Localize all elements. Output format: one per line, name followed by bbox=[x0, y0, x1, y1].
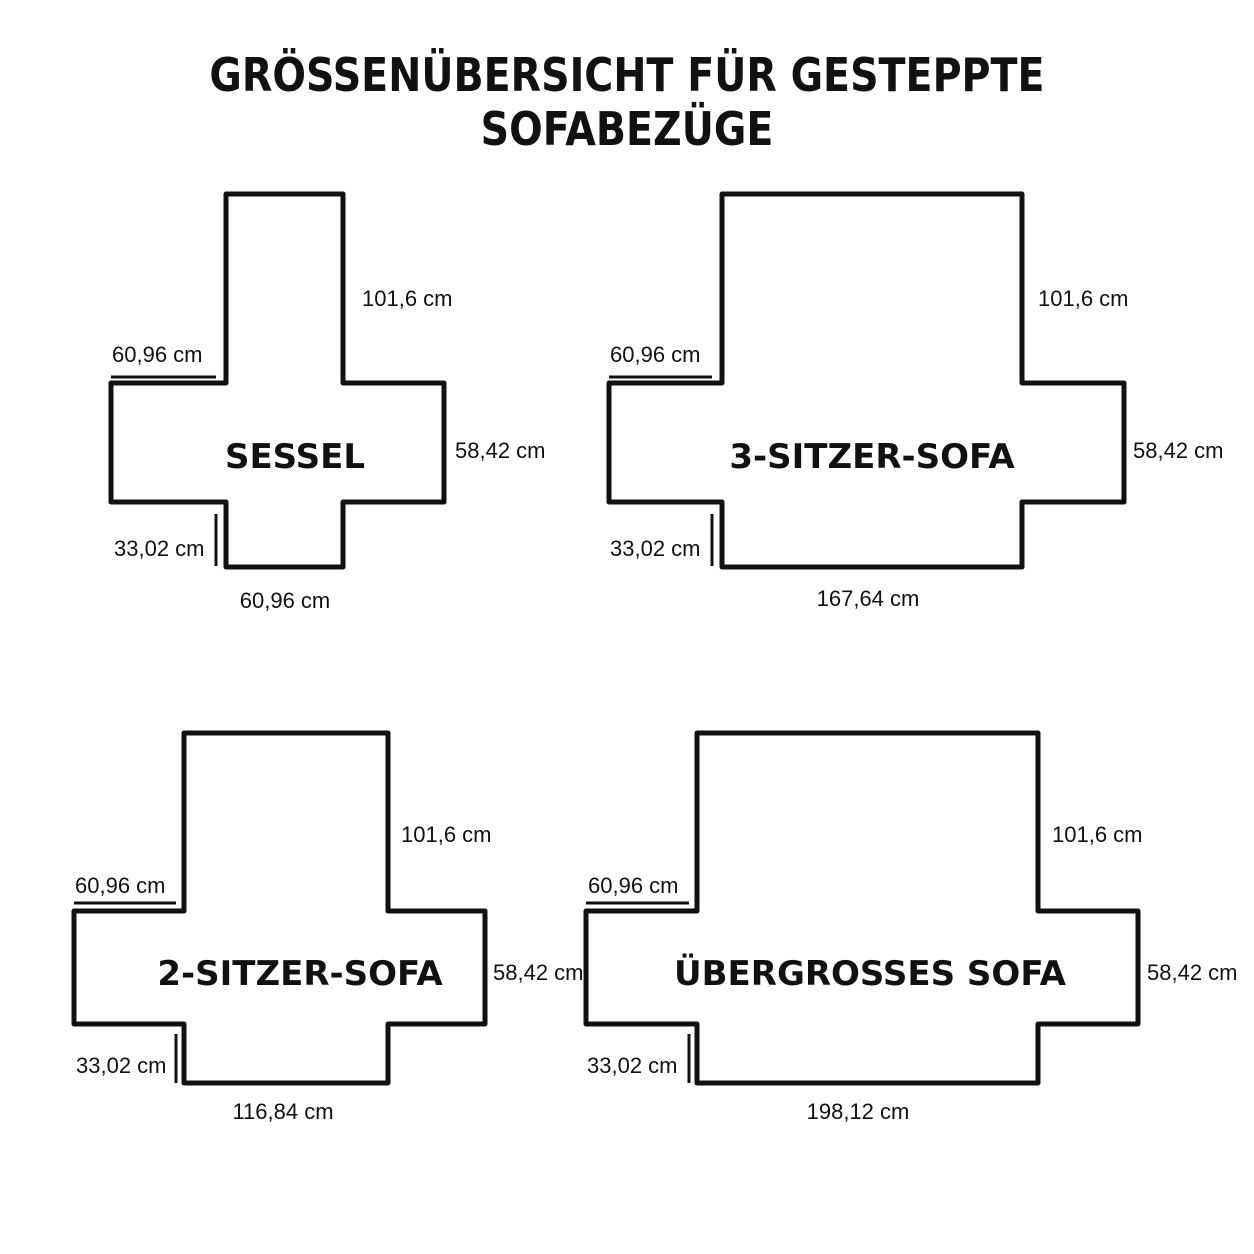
page-title: GRÖSSENÜBERSICHT FÜR GESTEPPTE SOFABEZÜG… bbox=[209, 48, 1045, 156]
side-height-label: 58,42 cm bbox=[1147, 960, 1238, 985]
panel-3-sitzer-sofa: 3-SITZER-SOFA 101,6 cm 60,96 cm 58,42 cm… bbox=[606, 191, 1224, 611]
skirt-height-label: 33,02 cm bbox=[610, 536, 701, 561]
panel-name: SESSEL bbox=[225, 437, 365, 477]
back-height-label: 101,6 cm bbox=[401, 822, 492, 847]
arm-width-label: 60,96 cm bbox=[75, 873, 166, 898]
back-height-label: 101,6 cm bbox=[1038, 286, 1129, 311]
panel-name: 3-SITZER-SOFA bbox=[729, 437, 1015, 477]
skirt-height-label: 33,02 cm bbox=[114, 536, 205, 561]
cover-outline bbox=[606, 191, 1127, 570]
back-height-label: 101,6 cm bbox=[362, 286, 453, 311]
side-height-label: 58,42 cm bbox=[493, 960, 584, 985]
arm-width-label: 60,96 cm bbox=[588, 873, 679, 898]
panel-sessel: SESSEL 101,6 cm 60,96 cm 58,42 cm 33,02 … bbox=[108, 191, 546, 613]
arm-width-label: 60,96 cm bbox=[112, 342, 203, 367]
arm-width-label: 60,96 cm bbox=[610, 342, 701, 367]
panel-name: ÜBERGROSSES SOFA bbox=[674, 953, 1067, 994]
seat-width-label: 167,64 cm bbox=[817, 586, 920, 611]
skirt-height-label: 33,02 cm bbox=[76, 1053, 167, 1078]
seat-width-label: 198,12 cm bbox=[807, 1099, 910, 1124]
seat-width-label: 60,96 cm bbox=[240, 588, 331, 613]
cover-outline bbox=[583, 730, 1141, 1086]
cover-outline bbox=[108, 191, 447, 570]
panel-name: 2-SITZER-SOFA bbox=[157, 954, 443, 994]
side-height-label: 58,42 cm bbox=[1133, 438, 1224, 463]
skirt-height-label: 33,02 cm bbox=[587, 1053, 678, 1078]
cover-outline bbox=[71, 730, 488, 1086]
panel-uebergrosses-sofa: ÜBERGROSSES SOFA 101,6 cm 60,96 cm 58,42… bbox=[583, 730, 1238, 1124]
panel-2-sitzer-sofa: 2-SITZER-SOFA 101,6 cm 60,96 cm 58,42 cm… bbox=[71, 730, 584, 1124]
back-height-label: 101,6 cm bbox=[1052, 822, 1143, 847]
seat-width-label: 116,84 cm bbox=[232, 1099, 333, 1124]
side-height-label: 58,42 cm bbox=[455, 438, 546, 463]
